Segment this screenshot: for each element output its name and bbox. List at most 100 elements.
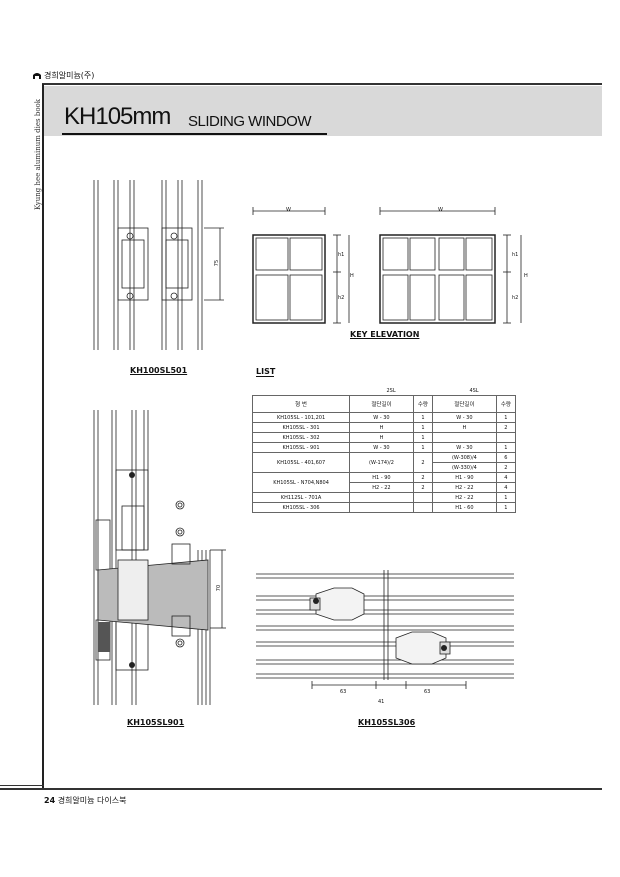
bottom-rule-thin: [0, 785, 44, 786]
kh105sl306-dim-left: 63: [340, 689, 347, 695]
key-elevation-h1-left: h1: [338, 252, 345, 258]
cell: KH105SL - 302: [251, 432, 351, 443]
cell: [349, 502, 414, 513]
side-text: Kyung hee aluminum dies book: [34, 99, 42, 210]
cell: 1: [412, 422, 434, 433]
cell: W - 30: [349, 442, 414, 453]
cell: KH105SL - 306: [251, 502, 351, 513]
cell: H1 - 60: [432, 502, 497, 513]
cell: (W-308)/4: [432, 452, 497, 463]
cell: 1: [412, 432, 434, 443]
cell: 2: [412, 482, 434, 493]
cell: H1 - 90: [349, 472, 414, 483]
kh105sl901-dimension: 70: [216, 584, 223, 592]
kh105sl901-caption: KH105SL901: [127, 718, 185, 727]
key-elevation-h2-left: h2: [338, 295, 345, 301]
kh105sl306-caption: KH105SL306: [358, 718, 416, 727]
title-band: [44, 86, 602, 136]
brand-logo-icon: [33, 73, 41, 79]
table-group-row: 2SL 4SL: [253, 386, 516, 396]
bottom-rule: [0, 788, 602, 790]
left-rule: [42, 84, 44, 788]
key-elevation-h2-right: h2: [512, 295, 519, 301]
kh100sl501-dimension: 75: [214, 259, 221, 267]
cell: W - 30: [432, 412, 497, 423]
footer-text: 경희알미늄 다이스북: [57, 796, 127, 805]
cell: H2 - 22: [432, 482, 497, 493]
kh105sl306-dim-right: 63: [424, 689, 431, 695]
cell: [495, 432, 517, 443]
group-4sl: 4SL: [469, 387, 479, 394]
cell: 6: [495, 452, 517, 463]
cell: [412, 492, 434, 503]
list-title-underline: [256, 376, 274, 377]
cell: 1: [495, 412, 517, 423]
cell: 2: [412, 472, 434, 483]
cell: 2: [412, 452, 434, 473]
footer: 24 경희알미늄 다이스북: [44, 795, 126, 806]
cell: [432, 432, 497, 443]
cell: (W-330)/4: [432, 462, 497, 473]
cell: 1: [495, 492, 517, 503]
header-qty-2sl: 수량: [412, 395, 434, 413]
cell: [349, 492, 414, 503]
cell: KH112SL - 701A: [251, 492, 351, 503]
list-title: LIST: [256, 367, 276, 376]
parts-list-table: 2SL 4SL 형 번 절단길이 수량 절단길이 수량 KH105SL - 10…: [251, 386, 517, 513]
cell: H1 - 90: [432, 472, 497, 483]
cell: 1: [412, 442, 434, 453]
cell: [412, 502, 434, 513]
brand: 경희알미늄(주): [33, 70, 94, 81]
cell: W - 30: [349, 412, 414, 423]
kh100sl501-drawing: [93, 180, 224, 350]
cell: KH105SL - N704,N804: [251, 472, 351, 493]
kh105sl306-drawing: [256, 570, 514, 689]
kh105sl901-drawing: [93, 410, 226, 705]
cell: KH105SL - 101,201: [251, 412, 351, 423]
top-rule: [42, 83, 602, 85]
cell: KH105SL - 401,607: [251, 452, 351, 473]
kh100sl501-caption: KH100SL501: [130, 366, 188, 375]
cell: 4: [495, 472, 517, 483]
cell: 4: [495, 482, 517, 493]
cell: KH105SL - 301: [251, 422, 351, 433]
key-elevation-caption: KEY ELEVATION: [350, 330, 420, 339]
page-title: KH105mm: [64, 103, 171, 130]
cell: H2 - 22: [432, 492, 497, 503]
cell: W - 30: [432, 442, 497, 453]
cell: H: [349, 422, 414, 433]
kh105sl306-dim-mid: 41: [378, 699, 385, 705]
brand-name: 경희알미늄(주): [44, 71, 95, 80]
group-2sl: 2SL: [386, 387, 396, 394]
header-cut-2sl: 절단길이: [349, 395, 414, 413]
key-elevation-h-left: H: [350, 273, 354, 279]
cell: H2 - 22: [349, 482, 414, 493]
cell: KH105SL - 901: [251, 442, 351, 453]
key-elevation-w-right: W: [438, 207, 443, 213]
key-elevation-h1-right: h1: [512, 252, 519, 258]
header-cut-4sl: 절단길이: [432, 395, 497, 413]
cell: 1: [495, 502, 517, 513]
cell: 2: [495, 462, 517, 473]
key-elevation-drawing: [252, 207, 522, 324]
key-elevation-h-right: H: [524, 273, 528, 279]
cell: (W-174)/2: [349, 452, 414, 473]
cell: H: [349, 432, 414, 443]
cell: 2: [495, 422, 517, 433]
header-qty-4sl: 수량: [495, 395, 517, 413]
key-elevation-w-left: W: [286, 207, 291, 213]
cell: 1: [495, 442, 517, 453]
title-underline: [62, 133, 327, 135]
page-number: 24: [44, 796, 56, 805]
cell: 1: [412, 412, 434, 423]
cell: H: [432, 422, 497, 433]
header-part: 형 번: [251, 395, 351, 413]
